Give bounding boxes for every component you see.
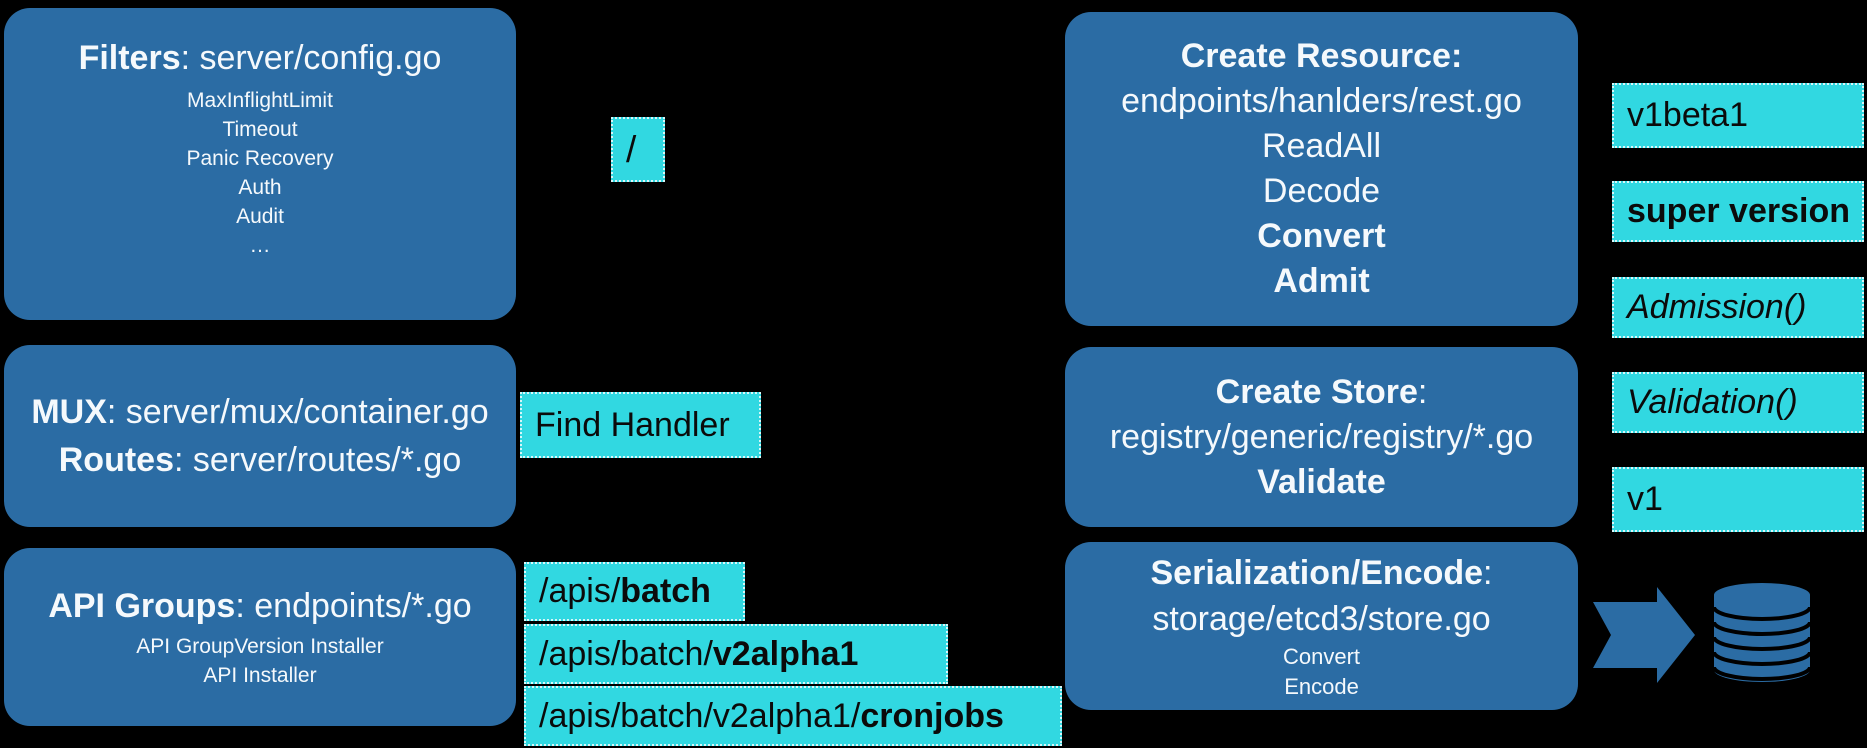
api-path-batch-label: /apis/batch	[524, 562, 745, 621]
create-resource-title-bold: Create Resource:	[1180, 37, 1463, 75]
validation-call-label: Validation()	[1612, 372, 1864, 433]
create-resource-box: Create Resource: endpoints/hanlders/rest…	[1065, 12, 1578, 326]
filter-item: Auth	[238, 176, 282, 199]
mux-routes-box: MUX: server/mux/container.go Routes: ser…	[4, 345, 516, 527]
mux-line-bold: MUX	[31, 393, 107, 431]
path-prefix: /apis/batch/v2alpha1/	[539, 696, 861, 735]
create-resource-step-bold: Convert	[1257, 217, 1386, 255]
create-store-title: Create Store:	[1216, 370, 1428, 415]
api-groups-title: API Groups: endpoints/*.go	[48, 584, 471, 628]
api-path-v2alpha1-label: /apis/batch/v2alpha1	[524, 624, 948, 684]
create-resource-path: endpoints/hanlders/rest.go	[1121, 82, 1522, 120]
api-groups-title-bold: API Groups	[48, 587, 236, 625]
routes-line: Routes: server/routes/*.go	[59, 436, 461, 484]
flow-arrow-icon	[1593, 587, 1695, 683]
mux-line: MUX: server/mux/container.go	[31, 388, 488, 436]
filter-item: Audit	[236, 205, 284, 228]
super-version-label: super version	[1612, 181, 1864, 242]
filter-item-ellipsis: …	[249, 234, 271, 257]
create-resource-step-bold: Admit	[1273, 262, 1370, 300]
version-v1beta1-label: v1beta1	[1612, 83, 1864, 148]
create-store-title-colon: :	[1417, 372, 1428, 411]
filters-title-path: : server/config.go	[180, 39, 442, 77]
create-store-step-bold: Validate	[1257, 462, 1386, 501]
serialization-title: Serialization/Encode:	[1151, 550, 1493, 596]
version-v1-label: v1	[1612, 467, 1864, 532]
create-store-title-bold: Create Store	[1215, 372, 1418, 411]
root-path-label: /	[611, 117, 665, 182]
serialization-title-bold: Serialization/Encode	[1150, 554, 1484, 592]
create-store-box: Create Store: registry/generic/registry/…	[1065, 347, 1578, 527]
api-groups-title-path: : endpoints/*.go	[235, 587, 472, 625]
api-groups-item: API Installer	[203, 664, 317, 687]
filters-box: Filters: server/config.go MaxInflightLim…	[4, 8, 516, 320]
routes-line-path: : server/routes/*.go	[173, 441, 462, 479]
serialization-step: Convert	[1282, 644, 1361, 669]
path-prefix: /apis/batch/	[539, 634, 713, 673]
serialization-box: Serialization/Encode: storage/etcd3/stor…	[1065, 542, 1578, 710]
filters-title-bold: Filters	[78, 39, 181, 77]
serialization-title-colon: :	[1483, 554, 1493, 592]
filters-title: Filters: server/config.go	[79, 36, 442, 80]
path-prefix: /apis/	[539, 572, 621, 610]
filter-item: Timeout	[222, 118, 298, 141]
create-resource-step: ReadAll	[1261, 127, 1382, 165]
find-handler-label: Find Handler	[520, 392, 761, 458]
mux-line-path: : server/mux/container.go	[106, 393, 489, 431]
create-resource-step: Decode	[1262, 172, 1381, 210]
api-groups-box: API Groups: endpoints/*.go API GroupVers…	[4, 548, 516, 726]
path-bold-segment: batch	[620, 572, 711, 610]
path-bold-segment: v2alpha1	[712, 634, 859, 673]
serialization-path: storage/etcd3/store.go	[1152, 600, 1491, 638]
create-store-path: registry/generic/registry/*.go	[1109, 417, 1534, 456]
path-bold-segment: cronjobs	[860, 696, 1004, 735]
database-icon	[1712, 583, 1812, 682]
api-groups-item: API GroupVersion Installer	[136, 635, 384, 658]
routes-line-bold: Routes	[58, 441, 174, 479]
serialization-step: Encode	[1284, 674, 1359, 699]
create-resource-title: Create Resource:	[1181, 34, 1463, 79]
admission-call-label: Admission()	[1612, 277, 1864, 338]
filter-item: MaxInflightLimit	[187, 89, 333, 112]
api-path-cronjobs-label: /apis/batch/v2alpha1/cronjobs	[524, 686, 1062, 746]
filter-item: Panic Recovery	[186, 147, 334, 170]
